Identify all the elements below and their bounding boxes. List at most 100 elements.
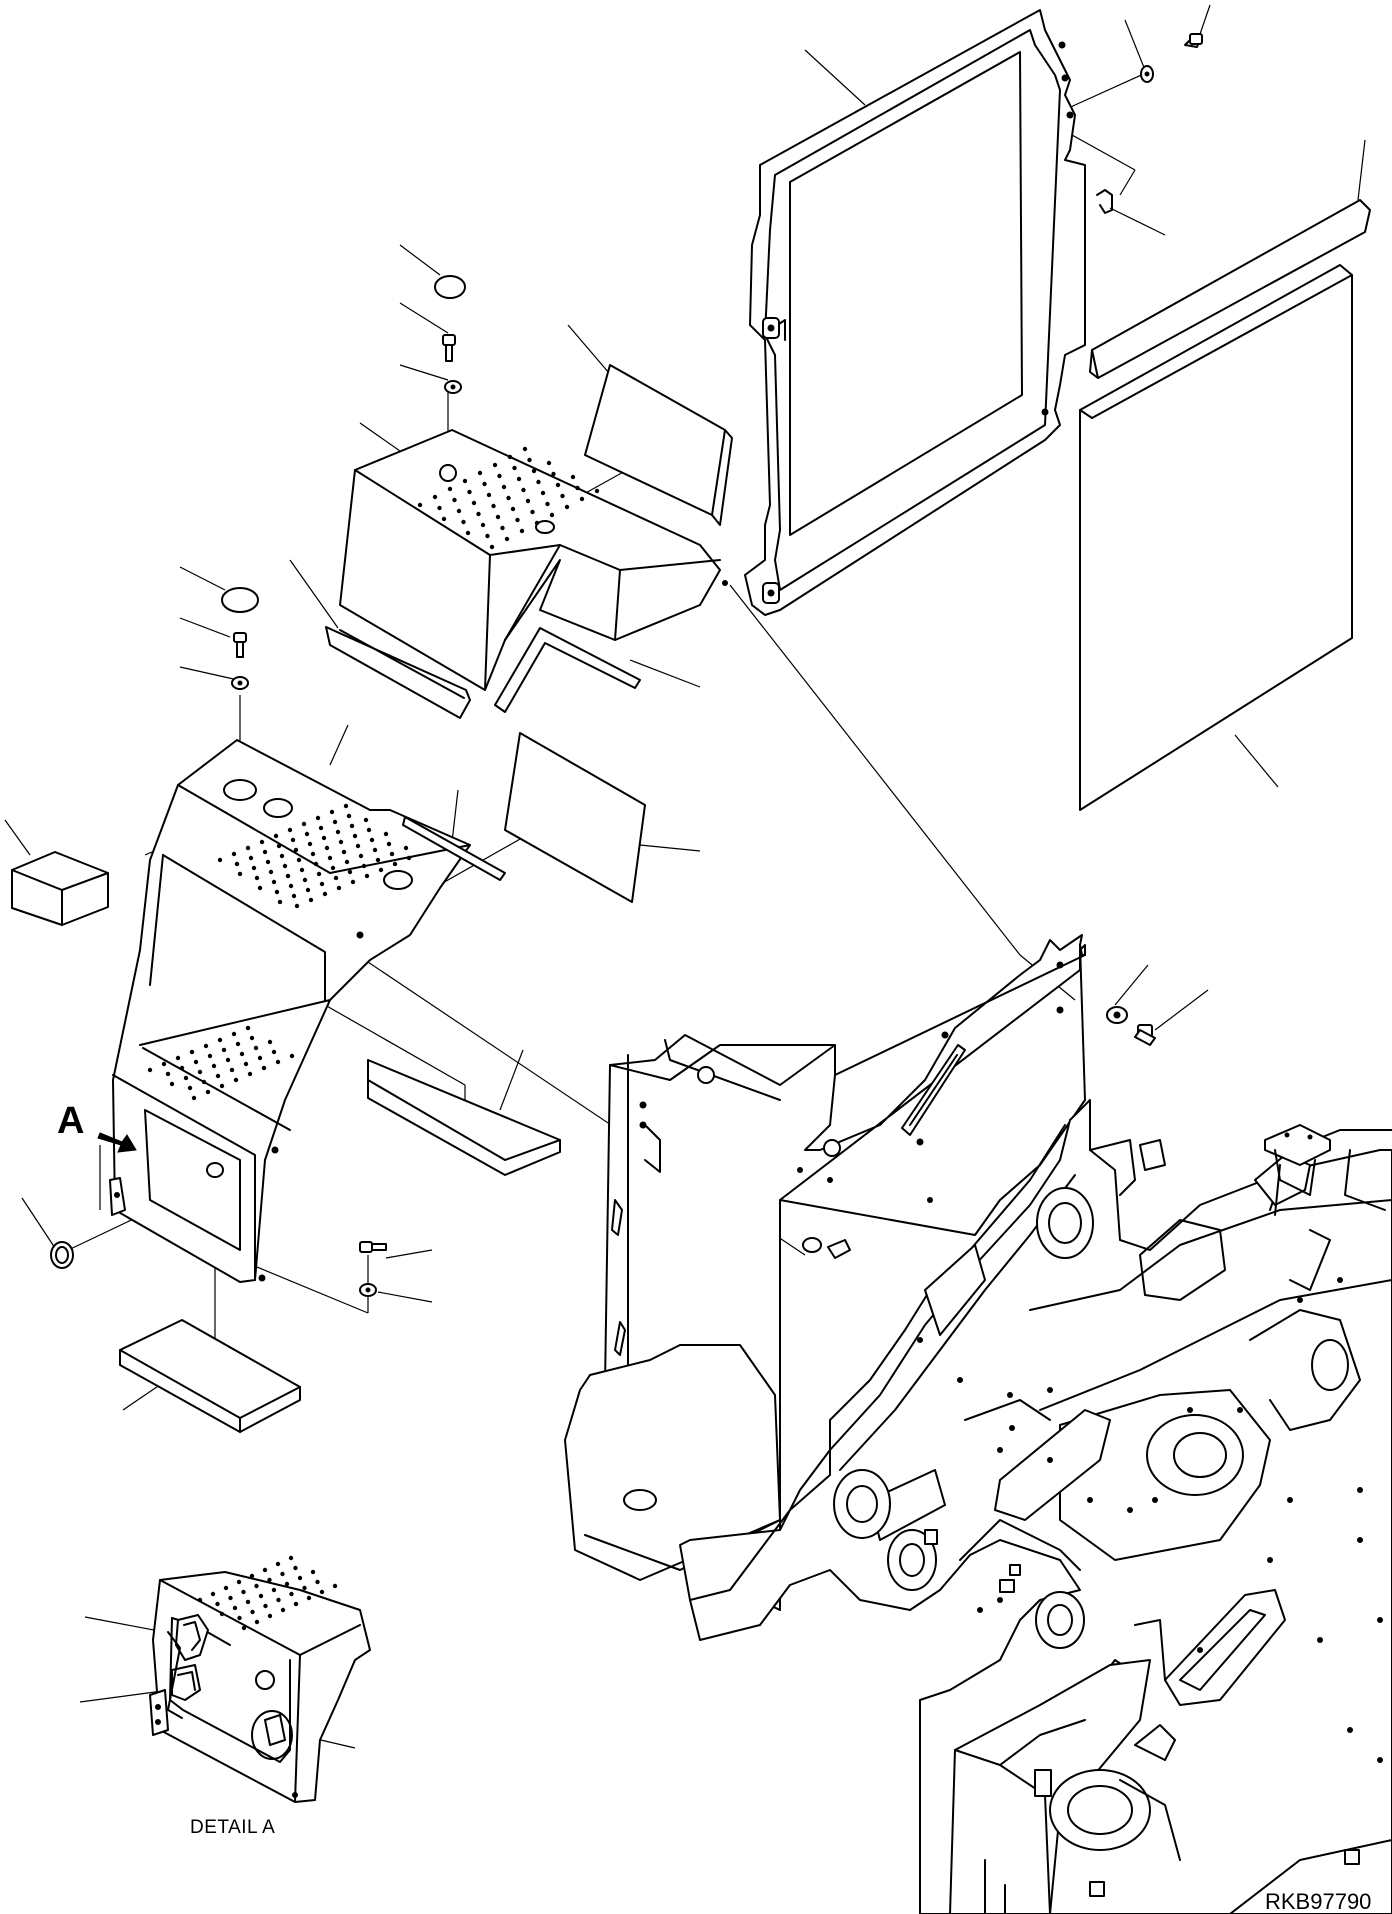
perforation-hole [219,1083,225,1089]
perforation-hole [245,845,251,851]
perforation-hole [315,1579,320,1585]
strip-upper-right [494,627,641,713]
perforation-hole [344,859,350,865]
perforation-hole [341,849,347,855]
perforation-hole [175,1055,181,1061]
perforation-hole [291,893,297,899]
bolt-hole [927,1197,933,1203]
perforation-hole [506,495,511,501]
perforation-hole [282,863,288,869]
leader-lines [4,4,1366,1749]
perforation-hole [507,454,513,460]
perforation-hole [462,478,468,484]
perforation-hole [332,819,338,825]
perforation-hole [289,1053,295,1059]
perforation-hole [364,873,370,879]
perforation-hole [318,825,324,831]
perforation-hole [189,1049,195,1055]
perforation-hole [304,831,310,837]
perforation-hole [237,1615,242,1621]
bolt-hole [1347,1727,1353,1733]
perforation-hole [262,1567,268,1573]
seal-strip [1089,199,1371,379]
perforation-hole [267,1039,273,1045]
bolt-hole [997,1447,1003,1453]
perforation-hole [579,496,585,502]
perforation-hole [221,1047,227,1053]
perforation-hole [471,500,477,506]
perforation-hole [575,485,580,491]
perforation-hole [322,891,328,897]
perforation-hole [437,505,442,511]
perforation-hole [305,887,311,893]
perforation-hole [296,857,302,863]
perforation-hole [510,506,516,512]
bolt-hole [1377,1617,1383,1623]
perforation-hole [456,508,462,514]
bolt-lower [233,632,247,658]
perforation-hole [313,861,319,867]
perforation-hole [183,1075,189,1081]
perforation-hole [564,504,570,510]
perforation-hole [228,1595,233,1601]
perforation-hole [245,1599,251,1605]
perforation-hole [308,897,314,903]
perforation-hole [259,839,265,845]
perforation-hole [253,1045,259,1051]
pad-mid-right [504,732,646,903]
perforation-hole [363,817,369,823]
perforation-hole [336,885,342,891]
perforation-hole [372,847,378,853]
pad-bottom [119,1319,301,1433]
perforation-hole [515,517,520,523]
bolt-hole [1007,1392,1013,1398]
perforation-hole [229,1067,235,1073]
perforation-hole [358,853,364,859]
detail-caption: DETAIL A [190,1817,275,1838]
frame-bolt-holes [797,1167,1383,1763]
bolt-hole [957,1377,963,1383]
perforation-hole [274,889,280,895]
perforation-hole [536,479,541,485]
perforation-hole [219,1611,225,1617]
perforation-hole [540,490,546,496]
pad-left [11,851,109,926]
clip [1096,189,1113,214]
perforation-hole [262,849,268,855]
bracket-seal [901,1044,966,1136]
perforation-hole [343,803,349,809]
perforation-hole [441,516,447,522]
perforation-hole [217,1037,223,1043]
drawing-code: RKB97790 [1265,1889,1371,1914]
perforation-hole [280,1571,285,1577]
perforation-hole [297,1575,303,1581]
perforation-hole [290,837,296,843]
perforation-hole [302,877,308,883]
bolt-hole [997,1597,1003,1603]
bolt-hole [977,1607,983,1613]
perforation-hole [519,528,525,534]
lower-cover [109,739,471,1283]
bolt-hole [1197,1647,1203,1653]
perforation-hole [306,1595,312,1601]
perforation-hole [267,1613,273,1619]
perforation-hole [319,1589,325,1595]
perforation-hole [265,859,271,865]
perforation-hole [293,847,299,853]
perforation-hole [447,486,453,492]
perforation-hole [338,839,344,845]
perforation-hole [254,1619,260,1625]
perforation-hole [250,1609,255,1615]
perforation-hole [406,855,412,861]
perforation-hole [349,823,355,829]
perforation-hole [254,875,260,881]
perforation-hole [327,855,333,861]
bolt-hole [1357,1487,1363,1493]
perforation-hole [289,1591,294,1597]
perforation-hole [271,1049,277,1055]
bolt-hole [1297,1297,1303,1303]
perforation-hole [301,821,307,827]
perforation-hole [315,815,321,821]
perforation-hole [232,1605,238,1611]
